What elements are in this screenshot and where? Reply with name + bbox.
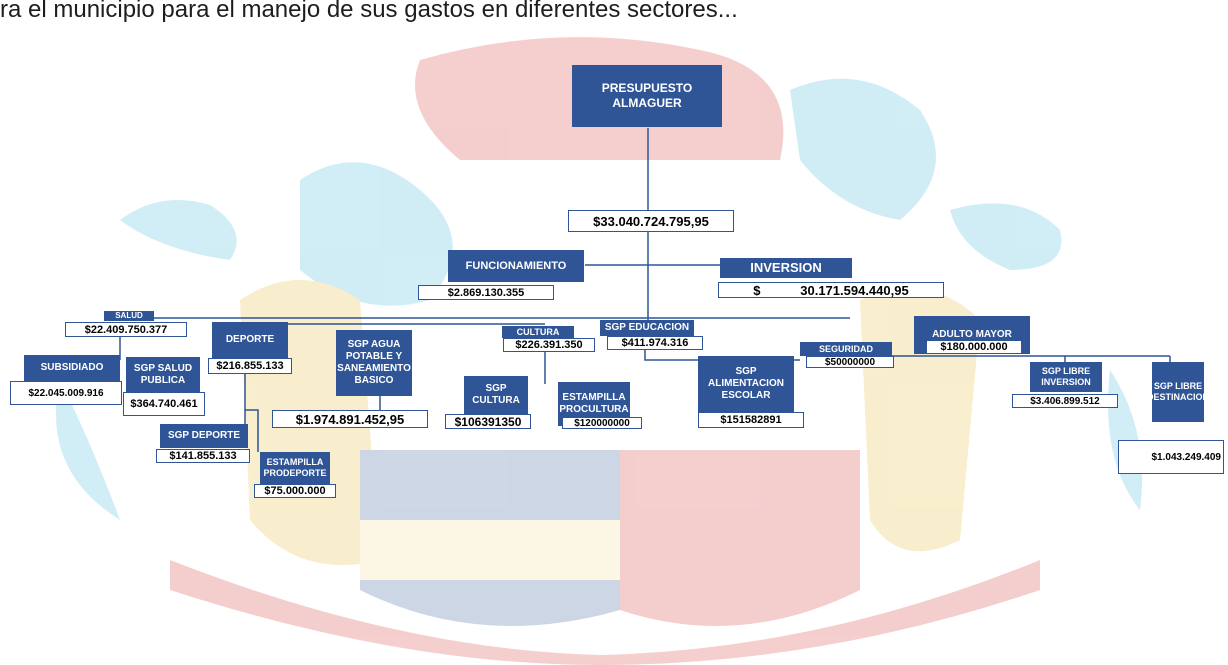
sgp-deporte-value: $141.855.133 — [156, 449, 250, 463]
deporte-value: $216.855.133 — [208, 358, 292, 374]
sgp-agua-label: SGP AGUA POTABLE Y SANEAMIENTO BASICO — [337, 339, 411, 386]
subsidiado-value: $22.045.009.916 — [10, 381, 122, 405]
deporte-box: DEPORTE — [212, 322, 288, 358]
estampilla-prodeporte-box: ESTAMPILLA PRODEPORTE — [260, 452, 330, 484]
root-value: $33.040.724.795,95 — [568, 210, 734, 232]
cultura-label: CULTURA — [516, 327, 560, 337]
sgp-deporte-label: SGP DEPORTE — [167, 430, 241, 441]
sgp-agua-box: SGP AGUA POTABLE Y SANEAMIENTO BASICO — [336, 330, 412, 396]
adulto-mayor-label: ADULTO MAYOR — [932, 329, 1012, 340]
sgp-salud-publica-value: $364.740.461 — [123, 392, 205, 416]
root-box: PRESUPUESTO ALMAGUER — [572, 65, 722, 127]
sgp-salud-publica-box: SGP SALUD PUBLICA — [126, 357, 200, 393]
adulto-mayor-value: $180.000.000 — [926, 340, 1022, 354]
root-label: PRESUPUESTO ALMAGUER — [601, 81, 693, 110]
sgp-libre-inversion-label: SGP LIBRE INVERSION — [1041, 366, 1091, 387]
sgp-libre-inversion-box: SGP LIBRE INVERSION — [1030, 362, 1102, 392]
seguridad-label: SEGURIDAD — [818, 344, 873, 354]
subsidiado-box: SUBSIDIADO — [24, 355, 120, 381]
sgp-alimentacion-label: SGP ALIMENTACION ESCOLAR — [708, 366, 784, 401]
sgp-libre-destinacion-label: SGP LIBRE DESTINACION — [1152, 381, 1204, 402]
funcionamiento-label: FUNCIONAMIENTO — [465, 260, 567, 272]
sgp-libre-destinacion-value: $1.043.249.409 — [1118, 440, 1224, 474]
salud-box: SALUD — [104, 311, 154, 321]
sgp-educacion-box: SGP EDUCACION — [600, 320, 694, 336]
sgp-libre-inversion-value: $3.406.899.512 — [1012, 394, 1118, 408]
cultura-box: CULTURA — [502, 326, 574, 338]
sgp-alimentacion-box: SGP ALIMENTACION ESCOLAR — [698, 356, 794, 412]
funcionamiento-box: FUNCIONAMIENTO — [448, 250, 584, 282]
seguridad-box: SEGURIDAD — [800, 342, 892, 356]
sgp-educacion-value: $411.974.316 — [607, 336, 703, 350]
estampilla-procultura-value: $120000000 — [562, 417, 642, 429]
sgp-agua-value: $1.974.891.452,95 — [272, 410, 428, 428]
estampilla-procultura-label: ESTAMPILLA PROCULTURA — [559, 392, 629, 415]
deporte-label: DEPORTE — [225, 334, 275, 345]
salud-value: $22.409.750.377 — [65, 322, 187, 337]
subsidiado-label: SUBSIDIADO — [40, 362, 104, 373]
sgp-libre-destinacion-box: SGP LIBRE DESTINACION — [1152, 362, 1204, 422]
sgp-cultura-value: $106391350 — [445, 414, 531, 429]
connector-line — [245, 409, 259, 452]
sgp-educacion-label: SGP EDUCACION — [604, 322, 690, 333]
caption-text: ra el municipio para el manejo de sus ga… — [0, 0, 738, 23]
inversion-box: INVERSION — [720, 258, 852, 278]
sgp-cultura-label: SGP CULTURA — [472, 383, 520, 406]
inversion-label: INVERSION — [750, 260, 822, 275]
salud-label: SALUD — [115, 311, 143, 320]
cultura-value: $226.391.350 — [503, 338, 595, 352]
estampilla-prodeporte-value: $75.000.000 — [254, 484, 336, 498]
sgp-salud-publica-label: SGP SALUD PUBLICA — [133, 363, 193, 386]
seguridad-value: $50000000 — [806, 356, 894, 368]
sgp-deporte-box: SGP DEPORTE — [160, 424, 248, 448]
funcionamiento-value: $2.869.130.355 — [418, 285, 554, 300]
inversion-value: $ 30.171.594.440,95 — [718, 282, 944, 298]
sgp-alimentacion-value: $151582891 — [698, 412, 804, 428]
estampilla-prodeporte-label: ESTAMPILLA PRODEPORTE — [263, 457, 327, 478]
sgp-cultura-box: SGP CULTURA — [464, 376, 528, 414]
